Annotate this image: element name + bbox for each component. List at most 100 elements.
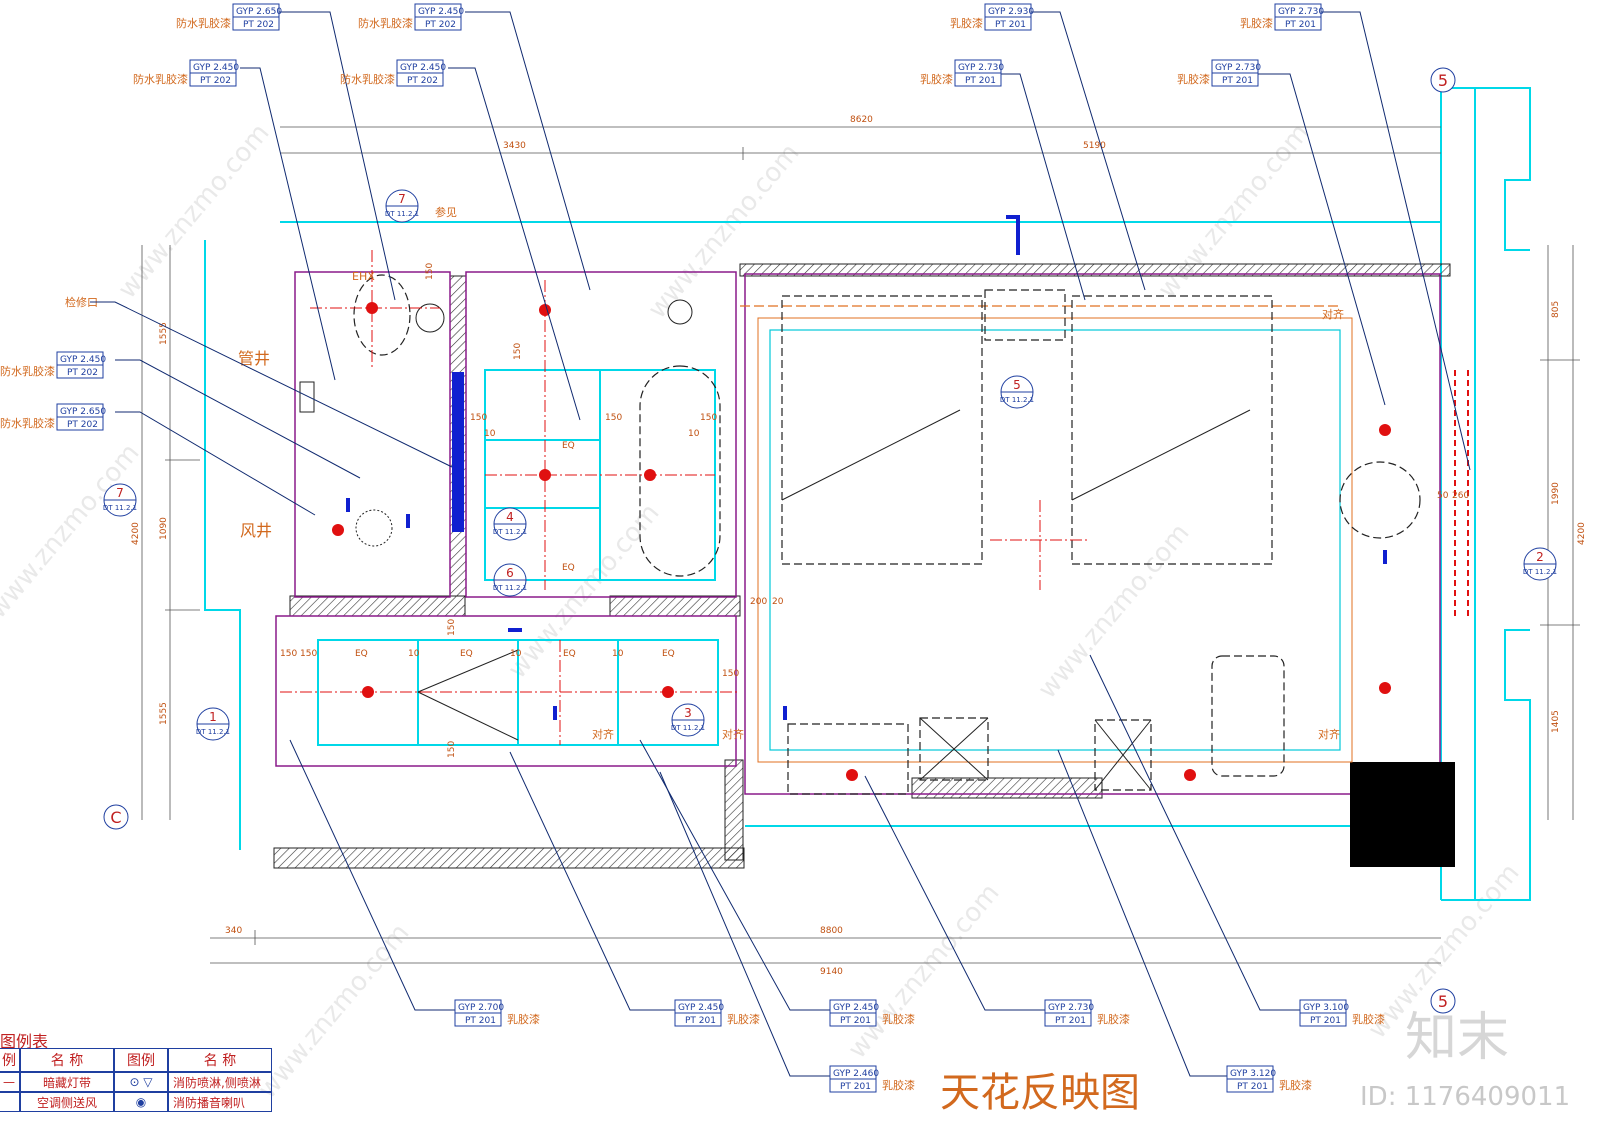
tag-code: GYP 2.650	[236, 7, 282, 17]
dimension-labels: 8620 3430 5190 8800 9140 340 1555 4200 1…	[131, 115, 1587, 977]
light-dot	[1184, 769, 1196, 781]
bed-left	[781, 295, 983, 565]
svg-text:3430: 3430	[503, 141, 526, 151]
legend-name: 空调侧送风	[20, 1092, 114, 1112]
detail-ref-number: 3	[684, 706, 692, 720]
detail-ref-sheet: DT 11.2.1	[1000, 396, 1034, 404]
ceiling-panels	[317, 305, 1353, 763]
light-dot	[662, 686, 674, 698]
svg-text:对齐: 对齐	[722, 727, 744, 741]
light-dot	[539, 469, 551, 481]
tag-pt: PT 202	[243, 20, 274, 30]
svg-text:EQ: EQ	[562, 563, 575, 573]
tag-pt: PT 201	[1055, 1016, 1086, 1026]
svg-text:检修口: 检修口	[65, 295, 98, 309]
svg-text:150: 150	[447, 741, 457, 758]
legend-name: 消防喷淋,侧喷淋	[168, 1072, 272, 1092]
legend-symbol: ⊙ ▽	[114, 1072, 168, 1092]
svg-text:www.znzmo.com: www.znzmo.com	[842, 878, 1005, 1064]
legend-header: 名 称	[168, 1048, 272, 1072]
svg-text:www.znzmo.com: www.znzmo.com	[112, 118, 275, 304]
legend-symbol: ◉	[114, 1092, 168, 1112]
svg-text:EQ: EQ	[355, 649, 368, 659]
detail-ref-bubble: 6DT 11.2.1	[493, 563, 527, 597]
detail-ref-number: 2	[1536, 550, 1544, 564]
svg-text:150: 150	[513, 343, 523, 360]
legend-name: 暗藏灯带	[20, 1072, 114, 1092]
tag-pt: PT 201	[685, 1016, 716, 1026]
svg-text:1090: 1090	[159, 517, 169, 540]
light-dot	[362, 686, 374, 698]
svg-text:10: 10	[484, 429, 496, 439]
tag-note: 乳胶漆	[1097, 1012, 1130, 1026]
light-dot	[539, 304, 551, 316]
detail-ref-sheet: DT 11.2.1	[385, 210, 419, 218]
tag-pt: PT 202	[425, 20, 456, 30]
svg-text:www.znzmo.com: www.znzmo.com	[642, 138, 805, 324]
legend-header: 例	[0, 1048, 20, 1072]
tag-code: GYP 2.700	[458, 1003, 504, 1013]
detail-ref-number: 4	[506, 510, 514, 524]
svg-text:风井: 风井	[240, 521, 272, 540]
tag-pt: PT 201	[840, 1082, 871, 1092]
tag-pt: PT 201	[1237, 1082, 1268, 1092]
svg-text:10: 10	[688, 429, 700, 439]
svg-text:200: 200	[750, 597, 767, 607]
material-tags: GYP 2.650 PT 202 防水乳胶漆 GYP 2.450 PT 202 防水乳胶漆…	[0, 3, 1385, 1093]
tag-note: 乳胶漆	[950, 16, 983, 30]
svg-text:www.znzmo.com: www.znzmo.com	[1032, 518, 1195, 704]
detail-ref-sheet: DT 11.2.1	[196, 728, 230, 736]
svg-text:管井: 管井	[238, 349, 270, 368]
detail-ref-bubble: 7DT 11.2.1	[103, 483, 137, 517]
tag-code: GYP 2.450	[833, 1003, 879, 1013]
tag-code: GYP 3.100	[1303, 1003, 1349, 1013]
material-tag: GYP 2.650 PT 202 防水乳胶漆	[176, 3, 282, 31]
tag-note: 防水乳胶漆	[176, 16, 231, 30]
svg-text:对齐: 对齐	[592, 727, 614, 741]
tag-code: GYP 3.120	[1230, 1069, 1276, 1079]
tag-note: 防水乳胶漆	[133, 72, 188, 86]
detail-ref-sheet: DT 11.2.1	[493, 584, 527, 592]
detail-ref-sheet: DT 11.2.1	[103, 504, 137, 512]
light-dot	[846, 769, 858, 781]
drawing-title: 天花反映图	[940, 1070, 1140, 1116]
tag-pt: PT 202	[200, 76, 231, 86]
ceiling-lights	[332, 302, 1391, 781]
detail-ref-bubble: 3DT 11.2.1	[671, 703, 705, 737]
svg-text:8620: 8620	[850, 115, 873, 125]
svg-text:EQ: EQ	[460, 649, 473, 659]
tag-code: GYP 2.450	[400, 63, 446, 73]
tag-pt: PT 202	[407, 76, 438, 86]
svg-text:1990: 1990	[1551, 482, 1561, 505]
tag-note: 乳胶漆	[507, 1012, 540, 1026]
tag-code: GYP 2.450	[60, 355, 106, 365]
light-dot	[332, 524, 344, 536]
grid-bubbles: 5 5 C	[103, 67, 1456, 1014]
tag-code: GYP 2.730	[1278, 7, 1324, 17]
tag-note: 乳胶漆	[882, 1078, 915, 1092]
svg-text:1555: 1555	[159, 322, 169, 345]
tag-pt: PT 201	[840, 1016, 871, 1026]
tag-pt: PT 201	[995, 20, 1026, 30]
leader-lines	[90, 11, 1471, 1077]
bed-right	[1071, 295, 1273, 565]
legend-header: 名 称	[20, 1048, 114, 1072]
svg-text:20: 20	[772, 597, 784, 607]
svg-text:EHX: EHX	[352, 270, 375, 283]
furniture	[353, 274, 1421, 795]
svg-text:4200: 4200	[131, 522, 141, 545]
detail-ref-sheet: DT 11.2.1	[493, 528, 527, 536]
legend-row: 空调侧送风 ◉ 消防播音喇叭	[0, 1092, 272, 1112]
tag-note: 乳胶漆	[1352, 1012, 1385, 1026]
column-block	[1350, 762, 1455, 867]
svg-text:EQ: EQ	[662, 649, 675, 659]
tag-note: 防水乳胶漆	[0, 416, 55, 430]
